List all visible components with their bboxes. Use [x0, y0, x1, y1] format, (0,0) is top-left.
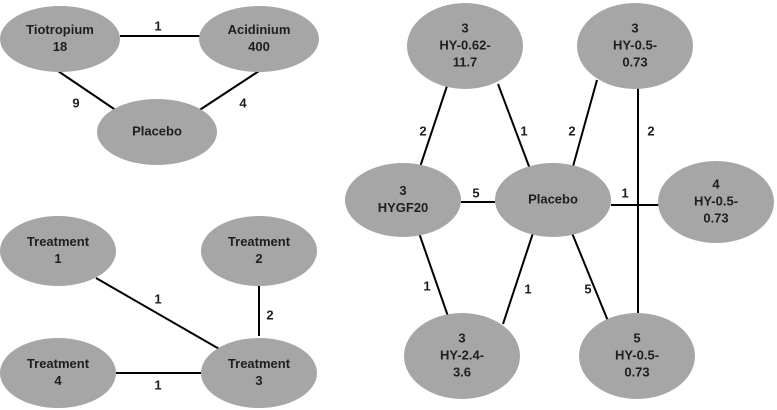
node-t3: Treatment 3 [201, 338, 317, 408]
node-label-line: 400 [248, 39, 270, 54]
node-label-line: 3 [458, 330, 465, 345]
node-plc1: Placebo [97, 99, 217, 165]
node-label-line: 5 [633, 330, 640, 345]
node-ellipse [0, 216, 116, 286]
node-label-line: Acidinium [228, 22, 291, 37]
node-label-line: 3.6 [453, 364, 471, 379]
edge-label-hy062-plc2: 1 [520, 123, 527, 138]
edge-label-acl-plc1: 4 [239, 95, 247, 110]
node-t1: Treatment 1 [0, 216, 116, 286]
node-label-line: 18 [53, 39, 67, 54]
node-ellipse [345, 163, 461, 237]
node-label-line: 0.73 [622, 54, 647, 69]
node-ellipse [201, 216, 317, 286]
node-ellipse [658, 161, 774, 243]
node-label-line: 2 [255, 251, 262, 266]
node-plc2: Placebo [495, 163, 611, 237]
node-label-line: HY-0.62- [439, 37, 490, 52]
edge-label-plc2-hy05c: 5 [584, 281, 591, 296]
node-label-line: 11.7 [453, 54, 478, 69]
node-hy062: 3HY-0.62- 11.7 [407, 3, 523, 89]
node-label-line: HY-0.5- [615, 347, 659, 362]
node-label-line: HY-0.5- [613, 37, 657, 52]
node-label-line: 4 [712, 176, 720, 191]
node-label-line: Treatment [27, 356, 90, 371]
node-hy05c: 5HY-0.5- 0.73 [579, 313, 695, 399]
node-t4: Treatment 4 [0, 338, 116, 408]
node-label-line: Placebo [132, 123, 182, 138]
edge-label-hy062-hygf20: 2 [419, 123, 426, 138]
node-label-line: HYGF20 [378, 200, 429, 215]
node-label-line: 3 [461, 20, 468, 35]
edge-label-tio-plc1: 9 [72, 95, 79, 110]
edge-label-t2-t3: 2 [266, 307, 273, 322]
node-label-line: 3 [631, 20, 638, 35]
node-label-line: Tiotropium [26, 22, 94, 37]
node-label-line: HY-0.5- [694, 193, 738, 208]
node-label-line: Treatment [27, 234, 90, 249]
node-ellipse [97, 99, 217, 165]
nodes-layer: Tiotropium 18 Acidinium 400PlaceboTreatment… [0, 3, 774, 408]
node-label-line: 0.73 [703, 210, 728, 225]
edge-tio-plc1 [57, 70, 121, 114]
edge-plc2-hy05c [571, 232, 609, 322]
node-label-line: Treatment [228, 234, 291, 249]
edge-t1-t3 [95, 277, 222, 351]
edge-label-tio-acl: 1 [154, 18, 161, 33]
node-t2: Treatment 2 [201, 216, 317, 286]
edges-layer [57, 35, 660, 374]
node-label-line: 4 [54, 373, 62, 388]
node-hy24: 3HY-2.4- 3.6 [404, 313, 520, 399]
node-tio: Tiotropium 18 [0, 6, 120, 72]
edge-label-hy05a-hy05c: 2 [647, 123, 654, 138]
node-ellipse [199, 6, 319, 72]
edge-label-plc2-hy05b: 1 [621, 185, 628, 200]
edge-label-plc2-hy24: 1 [524, 281, 531, 296]
node-ellipse [201, 338, 317, 408]
node-label-line: 3 [399, 183, 406, 198]
node-label-line: 3 [255, 373, 262, 388]
node-label-line: 0.73 [624, 364, 649, 379]
node-label-line: Treatment [228, 356, 291, 371]
edge-label-t4-t3: 1 [154, 377, 161, 392]
edge-acl-plc1 [194, 70, 260, 114]
node-ellipse [404, 313, 520, 399]
node-label-line: HY-2.4- [440, 347, 484, 362]
node-ellipse [495, 163, 611, 237]
edge-labels-layer: 1 9 4 1 2 1 2 1 2 2 5 1 1 1 5 [72, 18, 654, 392]
node-hy05a: 3HY-0.5- 0.73 [577, 3, 693, 89]
node-hy05b: 4HY-0.5- 0.73 [658, 161, 774, 243]
node-ellipse [577, 3, 693, 89]
node-acl: Acidinium 400 [199, 6, 319, 72]
node-label-line: 1 [54, 251, 61, 266]
node-ellipse [0, 6, 120, 72]
edge-label-hygf20-plc2: 5 [472, 185, 479, 200]
edge-plc2-hy24 [502, 232, 534, 325]
node-ellipse [407, 3, 523, 89]
edge-label-hy05a-plc2: 2 [568, 123, 575, 138]
edge-hygf20-hy24 [418, 232, 451, 323]
node-ellipse [579, 313, 695, 399]
edge-hy062-plc2 [497, 83, 531, 170]
node-ellipse [0, 338, 116, 408]
edge-label-t1-t3: 1 [154, 291, 161, 306]
edge-hy05a-plc2 [571, 79, 598, 171]
edge-label-hygf20-hy24: 1 [423, 278, 430, 293]
node-label-line: Placebo [528, 191, 578, 206]
edge-hy062-hygf20 [419, 85, 448, 168]
